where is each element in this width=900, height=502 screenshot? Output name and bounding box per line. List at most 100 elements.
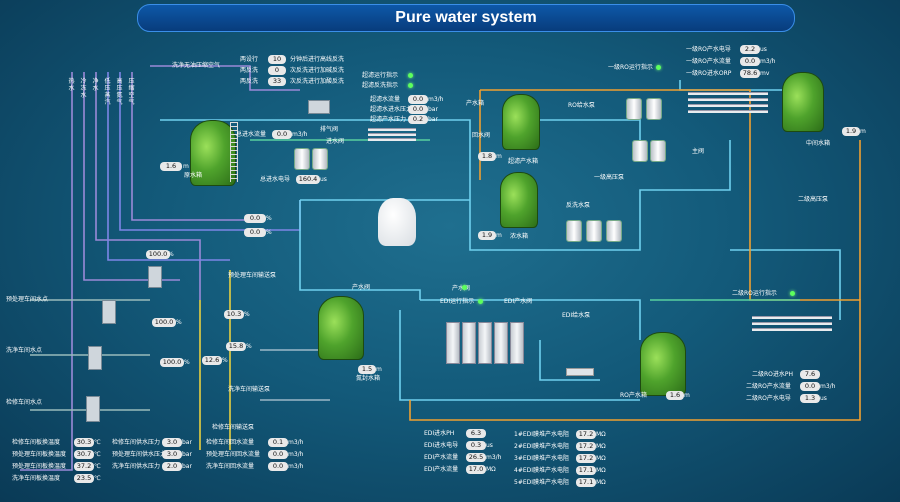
raw-tank-level: 1.6 <box>160 162 182 171</box>
status-label-2: 两反洗 <box>240 67 259 74</box>
ro1-membrane <box>688 98 768 101</box>
raw-water-tank[interactable] <box>190 120 236 186</box>
status-value-1: 10 <box>268 55 286 64</box>
tank-ladder <box>230 122 238 182</box>
edi-ph-value: 6.3 <box>466 429 486 438</box>
ro2-membrane <box>752 316 832 319</box>
edi4-label: 4#EDI膜堆产水电阻 <box>514 467 570 474</box>
status-value-3: 33 <box>268 77 286 86</box>
ro-filter[interactable] <box>650 140 666 162</box>
edi2-value: 17.2 <box>576 442 596 451</box>
recirc-label: 回水阀 <box>472 132 491 139</box>
ro2-flow-label: 二级RO产水流量 <box>746 383 791 390</box>
edi-feed-pump-label: EDI给水泵 <box>562 312 591 319</box>
ro-filter[interactable] <box>646 98 662 120</box>
edi-module[interactable] <box>478 322 492 364</box>
bl-temp-2-value: 30.7 <box>74 450 94 459</box>
ro2-cond-value: 1.3 <box>800 394 820 403</box>
bl-press-3-value: 2.0 <box>162 462 182 471</box>
dense-tank-level: 1.9 <box>478 231 496 240</box>
flush-tank-level: 1.5 <box>358 365 376 374</box>
heat-exchanger[interactable] <box>88 346 102 370</box>
dense-water-tank[interactable] <box>500 172 538 228</box>
bl-temp-4-label: 洗净车间板换温度 <box>12 475 61 482</box>
edi-flow-value: 26.5 <box>466 453 486 462</box>
bl-temp-1-value: 30.3 <box>74 438 94 447</box>
flush-tank-name: 氮封水箱 <box>356 375 381 382</box>
station-repair: 检修车间水点 <box>6 399 43 406</box>
valve-pct-5: 100.0 <box>160 358 184 367</box>
main-gate-label: 主阀 <box>692 148 705 155</box>
ro1-cond-label: 一级RO产水电导 <box>686 46 731 53</box>
compressed-air-label: 洗净无油压缩空气 <box>172 62 221 69</box>
edi-res-value: 17.0 <box>466 465 486 474</box>
bl-press-1-label: 检修车间供水压力 <box>112 439 161 446</box>
status-note-1: 分钟后进行高线反洗 <box>290 56 345 63</box>
valve-pct-7: 10.3 <box>224 310 244 319</box>
uf-module <box>368 138 416 141</box>
col-label-chilled: 冷冻水 <box>80 78 87 99</box>
valve-pct-8: 15.8 <box>226 342 246 351</box>
pressure-vessel[interactable] <box>378 198 416 246</box>
product-water-tank[interactable] <box>502 94 540 150</box>
col-label-low-steam: 低压蒸汽 <box>104 78 111 106</box>
page-title: Pure water system <box>137 4 795 32</box>
heat-exchanger[interactable] <box>102 300 116 324</box>
col-label-clean: 净水 <box>92 78 99 92</box>
bl-flow-2-value: 0.0 <box>268 450 288 459</box>
ro-product-tank[interactable] <box>640 332 686 396</box>
edi5-value: 17.1 <box>576 478 596 487</box>
edi1-value: 17.2 <box>576 430 596 439</box>
backwash-filter[interactable] <box>566 220 582 242</box>
ro1-membrane <box>688 110 768 113</box>
uf-run-indicator <box>408 73 413 78</box>
cartridge-filter[interactable] <box>312 148 328 170</box>
backwash-filter[interactable] <box>586 220 602 242</box>
uv-sterilizer[interactable] <box>566 368 594 376</box>
ro-prod-tank-label: RO产水箱 <box>620 392 647 399</box>
edi-module[interactable] <box>494 322 508 364</box>
ro1-membrane <box>688 104 768 107</box>
uf-module <box>368 128 416 131</box>
nitrogen-seal-tank[interactable] <box>318 296 364 360</box>
bl-press-1-value: 3.0 <box>162 438 182 447</box>
heat-exchanger[interactable] <box>86 396 100 422</box>
heat-exchanger[interactable] <box>148 266 162 288</box>
second-high-pump-label: 二级高压泵 <box>798 196 829 203</box>
ro1-cond-value: 2.2 <box>740 45 760 54</box>
mid-tank-name: 中间水箱 <box>806 140 831 147</box>
ro2-cond-label: 二级RO产水电导 <box>746 395 791 402</box>
dense-tank-name: 浓水箱 <box>510 233 529 240</box>
edi-cond-value: 0.3 <box>466 441 486 450</box>
edi4-value: 17.1 <box>576 466 596 475</box>
edi-flow-label: EDI产水流量 <box>424 454 459 461</box>
ro-filter[interactable] <box>626 98 642 120</box>
col-label-hot: 热水 <box>68 78 75 92</box>
edi-module[interactable] <box>462 322 476 364</box>
ro-filter[interactable] <box>632 140 648 162</box>
uf-module <box>368 133 416 136</box>
bl-temp-3-label: 预处理车间板换温度 <box>12 463 67 470</box>
col-label-nitrogen: 高压氮气 <box>116 78 123 106</box>
cartridge-filter[interactable] <box>294 148 310 170</box>
raw-tank-name: 原水箱 <box>184 172 203 179</box>
ro1-orp-value: 78.6 <box>740 69 760 78</box>
backwash-filter[interactable] <box>606 220 622 242</box>
valve-pct-1: 0.0 <box>244 214 266 223</box>
control-box[interactable] <box>308 100 330 114</box>
bl-temp-1-label: 检修车间板换温度 <box>12 439 61 446</box>
ro-feed-pump-label: RO给水泵 <box>568 102 595 109</box>
backwash-pump-label: 反洗水泵 <box>566 202 591 209</box>
middle-water-tank[interactable] <box>782 72 824 132</box>
edi-module[interactable] <box>446 322 460 364</box>
ro2-membrane <box>752 328 832 331</box>
edi-module[interactable] <box>510 322 524 364</box>
status-label-1: 两设行 <box>240 56 259 63</box>
product-tank-label: 产水箱 <box>466 100 485 107</box>
ro1-flow-value: 0.0 <box>740 57 760 66</box>
bl-press-2-label: 预处理车间供水压力 <box>112 451 167 458</box>
uf-in-pressure-value: 0.0 <box>408 105 428 114</box>
inlet-valve-label: 进水阀 <box>326 138 345 145</box>
uf-back-indicator <box>408 83 413 88</box>
